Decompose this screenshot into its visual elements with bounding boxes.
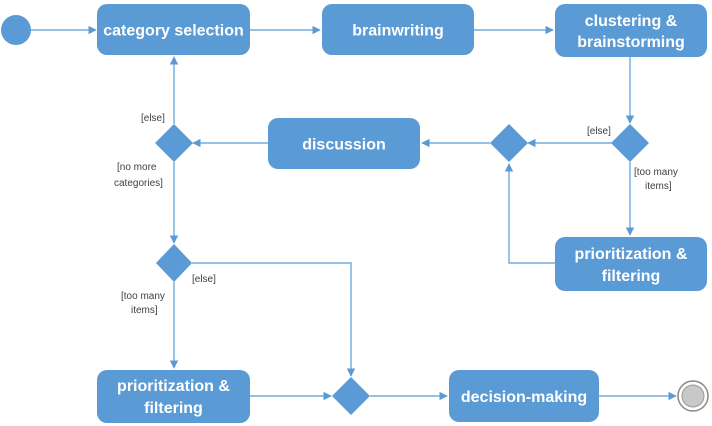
edge-prior-right-to-merge (504, 163, 555, 264)
label-brainwriting: brainwriting (352, 23, 444, 40)
activity-clustering-brainstorming: clustering & brainstorming (555, 4, 707, 57)
final-node (677, 380, 709, 412)
guard-else-mid: [else] (192, 274, 216, 285)
label-clustering-line1: clustering & (585, 13, 678, 30)
label-category-selection: category selection (103, 23, 244, 40)
label-prior-left-line1: prioritization & (117, 378, 230, 395)
guard-too-many-left-line2: items] (131, 305, 158, 316)
guard-too-many-left-line1: [too many (121, 291, 165, 302)
merge-diamond-upper-right (490, 124, 528, 162)
guard-no-more-line2: categories] (114, 178, 163, 189)
activity-category-selection: category selection (97, 4, 250, 55)
edges (31, 25, 677, 401)
activity-decision-making: decision-making (449, 370, 599, 422)
label-prior-left-line2: filtering (144, 400, 203, 417)
activity-discussion: discussion (268, 118, 420, 169)
merge-diamond-bottom (332, 377, 370, 415)
guard-too-many-right-line2: items] (645, 181, 672, 192)
edge-decision-low-to-merge-else (192, 262, 356, 377)
label-discussion: discussion (302, 137, 386, 154)
activity-prioritization-right: prioritization & filtering (555, 237, 707, 291)
label-prior-right-line1: prioritization & (575, 246, 688, 263)
decision-diamond-right (611, 124, 649, 162)
initial-node (1, 15, 31, 45)
guard-else-top-left: [else] (141, 113, 165, 124)
label-decision-making: decision-making (461, 389, 587, 406)
guard-else-right: [else] (587, 126, 611, 137)
activity-brainwriting: brainwriting (322, 4, 474, 55)
label-clustering-line2: brainstorming (577, 34, 685, 51)
guard-no-more-line1: [no more (117, 162, 157, 173)
label-prior-right-line2: filtering (602, 268, 661, 285)
activity-prioritization-left: prioritization & filtering (97, 370, 250, 423)
decision-diamond-lower-left (156, 244, 192, 282)
guard-too-many-right-line1: [too many (634, 167, 678, 178)
decision-diamond-upper-left (155, 124, 193, 162)
